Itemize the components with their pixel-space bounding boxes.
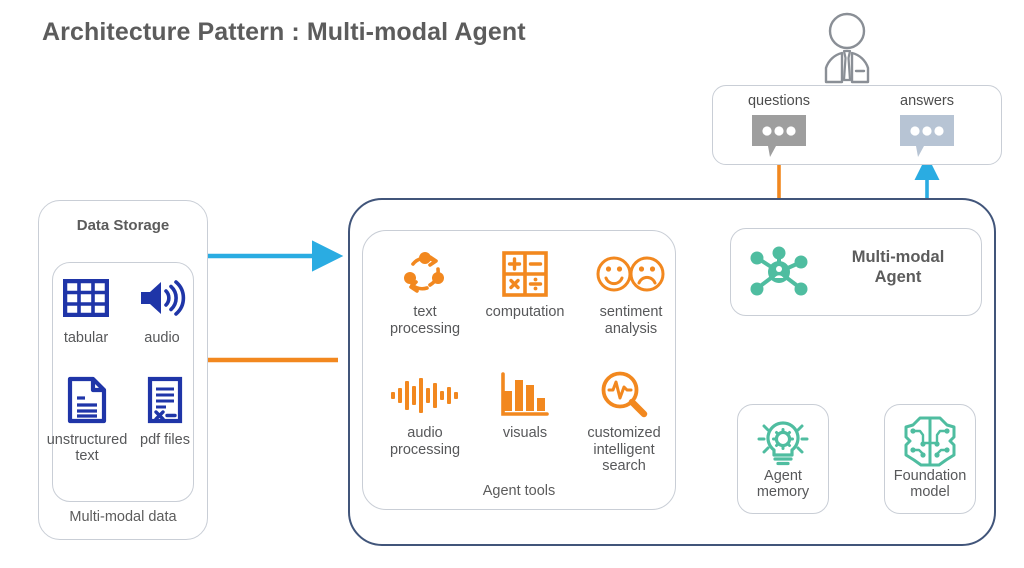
page-title: Architecture Pattern : Multi-modal Agent [42, 18, 526, 46]
tool-visuals[interactable]: visuals [472, 367, 578, 442]
waveform-icon [372, 367, 478, 423]
foundation-model-label: Foundation model [893, 467, 967, 501]
user-avatar-icon [812, 10, 882, 88]
answers-label: answers [900, 93, 954, 109]
questions-item[interactable]: questions [723, 93, 835, 159]
table-icon [48, 270, 124, 326]
multi-modal-data-box [52, 262, 194, 502]
chat-bubble-icon [723, 113, 835, 159]
data-item-pdf-files[interactable]: pdf files [128, 372, 202, 448]
tool-label: audio processing [389, 425, 461, 458]
pdf-file-icon [128, 372, 202, 428]
agent-tools-footer: Agent tools [482, 483, 556, 499]
data-item-label: unstructured text [46, 432, 128, 465]
speaker-icon [124, 270, 200, 326]
data-item-label: tabular [63, 330, 109, 346]
tool-label: computation [485, 304, 565, 320]
emoji-faces-icon [578, 246, 684, 302]
agent-memory-label: Agent memory [756, 467, 810, 501]
network-node-icon [744, 243, 814, 301]
lightbulb-gear-icon [738, 405, 828, 469]
tool-sentiment-analysis[interactable]: sentiment analysis [578, 246, 684, 337]
tool-label: visuals [502, 425, 548, 441]
data-item-unstructured-text[interactable]: unstructured text [44, 372, 130, 464]
data-storage-footer: Multi-modal data [69, 509, 177, 525]
bar-chart-icon [472, 367, 578, 423]
questions-label: questions [747, 93, 811, 109]
data-storage-title: Data Storage [76, 217, 170, 234]
foundation-model-box[interactable]: Foundation model [884, 404, 976, 514]
data-item-tabular[interactable]: tabular [48, 270, 124, 346]
tool-text-processing[interactable]: text processing [372, 246, 478, 337]
magnifier-pulse-icon [574, 367, 674, 423]
tool-computation[interactable]: computation [466, 246, 584, 321]
multimodal-agent-label: Multi-modal Agent [851, 248, 945, 287]
agent-memory-box[interactable]: Agent memory [737, 404, 829, 514]
data-item-label: pdf files [140, 432, 190, 448]
document-icon [44, 372, 130, 428]
cycle-nodes-icon [372, 246, 478, 302]
answers-item[interactable]: answers [871, 93, 983, 159]
tool-label: customized intelligent search [587, 425, 661, 475]
calculator-icon [466, 246, 584, 302]
data-item-label: audio [144, 330, 180, 346]
data-item-audio[interactable]: audio [124, 270, 200, 346]
tool-customized-intelligent-search[interactable]: customized intelligent search [574, 367, 674, 475]
circuit-brain-icon [885, 405, 975, 469]
tool-label: text processing [389, 304, 461, 337]
tool-label: sentiment analysis [599, 304, 663, 337]
chat-bubble-icon [871, 113, 983, 159]
tool-audio-processing[interactable]: audio processing [372, 367, 478, 458]
